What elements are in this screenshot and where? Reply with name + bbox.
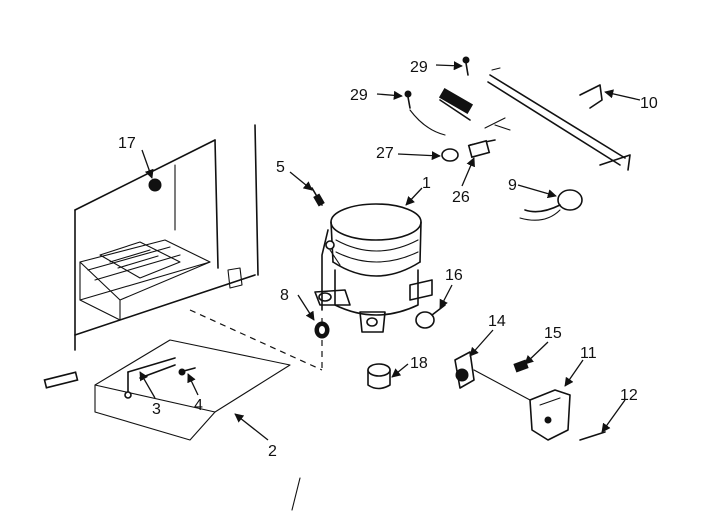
callout-9: 9 xyxy=(508,177,517,194)
part-8-grommet xyxy=(314,321,330,339)
callout-26: 26 xyxy=(452,189,470,206)
callout-29-lower: 29 xyxy=(350,87,368,104)
part-14-relay xyxy=(454,351,531,401)
part-11-cover xyxy=(529,389,571,441)
callout-14: 14 xyxy=(488,313,506,330)
callout-3: 3 xyxy=(152,401,161,418)
part-5-screw xyxy=(311,187,325,207)
part-18-cap xyxy=(367,363,391,390)
callout-16: 16 xyxy=(445,267,463,284)
part-9-overload xyxy=(519,189,583,221)
callout-12: 12 xyxy=(620,387,638,404)
drain-plug-part xyxy=(148,178,162,192)
cabinet-compartment xyxy=(43,124,259,389)
callout-29-upper: 29 xyxy=(410,59,428,76)
callout-17: 17 xyxy=(118,135,136,152)
callout-27: 27 xyxy=(376,145,394,162)
base-pan xyxy=(94,339,291,441)
callout-4: 4 xyxy=(194,397,203,414)
callout-2: 2 xyxy=(268,443,277,460)
callout-18: 18 xyxy=(410,355,428,372)
leader-lines xyxy=(139,61,641,441)
part-29-screw-lower xyxy=(404,90,412,109)
part-10-tubing xyxy=(487,67,631,171)
part-12-screw xyxy=(579,431,606,441)
callout-1: 1 xyxy=(422,175,431,192)
callout-10: 10 xyxy=(640,95,658,112)
part-26-27-fittings xyxy=(409,87,511,162)
callout-5: 5 xyxy=(276,159,285,176)
part-15-terminal xyxy=(513,359,529,373)
part-16-clip xyxy=(415,304,446,329)
compressor xyxy=(314,203,433,333)
callout-15: 15 xyxy=(544,325,562,342)
callout-labels: 17 5 8 1 29 29 27 26 10 9 16 14 15 11 12… xyxy=(118,59,658,460)
part-29-screw-upper xyxy=(462,56,470,76)
callout-8: 8 xyxy=(280,287,289,304)
callout-11: 11 xyxy=(580,345,597,362)
